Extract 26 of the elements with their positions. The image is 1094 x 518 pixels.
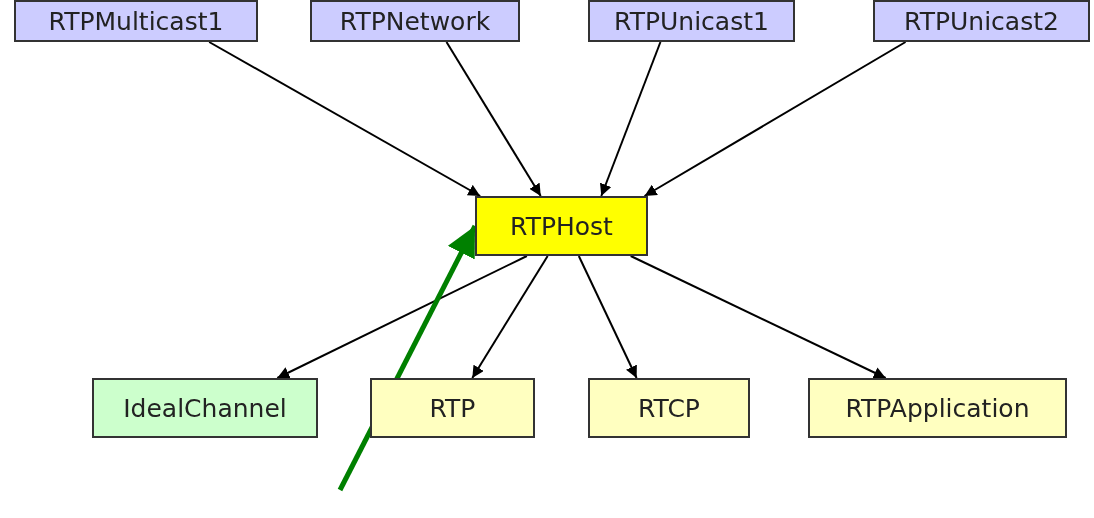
- module-label: RTPHost: [510, 211, 613, 241]
- module-box: [873, 0, 1090, 42]
- module-label: RTPUnicast2: [904, 6, 1059, 36]
- module-label: RTPNetwork: [339, 6, 491, 36]
- module-label: RTPApplication: [845, 393, 1030, 423]
- arrow: [471, 255, 549, 379]
- arrow: [577, 255, 638, 379]
- arrow: [600, 41, 662, 197]
- module-box: [588, 0, 795, 42]
- module-label: RTPUnicast1: [614, 6, 769, 36]
- module-label: IdealChannel: [123, 393, 287, 423]
- module-box: [475, 196, 648, 256]
- module-box: [310, 0, 520, 42]
- module-box: [808, 378, 1067, 438]
- module-box: [14, 0, 258, 42]
- module-box: [370, 378, 535, 438]
- arrow: [445, 41, 542, 197]
- module-label: RTP: [429, 393, 476, 423]
- arrow: [276, 255, 528, 379]
- arrow: [643, 41, 907, 197]
- module-box: [92, 378, 318, 438]
- module-box: [588, 378, 750, 438]
- arrow: [629, 255, 887, 379]
- arrow: [208, 41, 482, 197]
- module-label: RTPMulticast1: [48, 6, 224, 36]
- module-label: RTCP: [638, 393, 700, 423]
